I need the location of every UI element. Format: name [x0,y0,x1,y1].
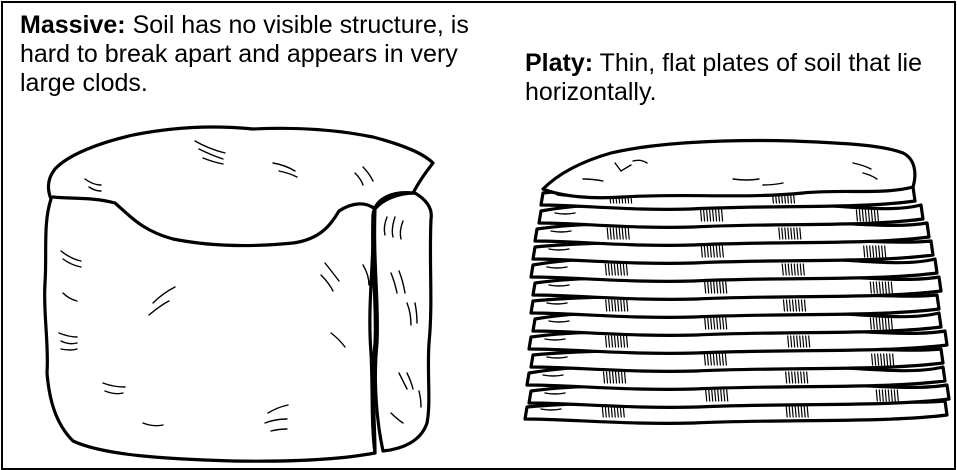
soil-illustrations [3,3,954,468]
platy-top-face [543,141,915,198]
platy-stack-illustration [525,141,949,424]
massive-clod-illustration [45,127,433,461]
massive-side-block [375,193,432,451]
massive-clod-body [45,127,433,461]
